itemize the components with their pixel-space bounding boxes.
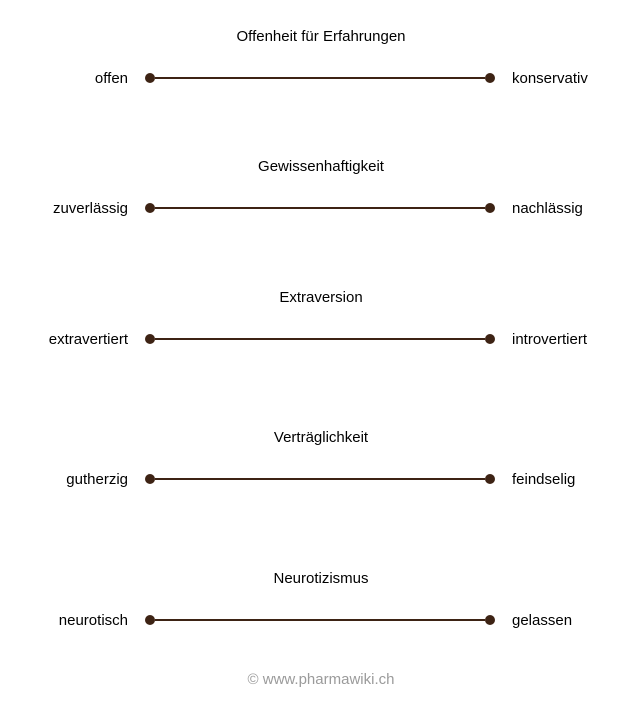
scale-rule: [155, 77, 485, 79]
scale-axis: gutherzig feindselig: [0, 469, 642, 489]
scale-extraversion: Extraversion extravertiert introvertiert: [0, 288, 642, 350]
scale-left-label: neurotisch: [58, 611, 128, 629]
scale-left-label: gutherzig: [66, 470, 128, 488]
left-endpoint-dot: [145, 73, 155, 83]
left-endpoint-dot: [145, 474, 155, 484]
scale-right-label: feindselig: [512, 470, 576, 488]
scale-title: Verträglichkeit: [273, 429, 369, 446]
right-endpoint-dot: [485, 474, 495, 484]
scale-rule: [155, 619, 485, 621]
scale-left-label: offen: [94, 69, 128, 87]
scale-agreeableness: Verträglichkeit gutherzig feindselig: [0, 428, 642, 490]
scale-axis: zuverlässig nachlässig: [0, 198, 642, 218]
scale-line: [145, 73, 495, 83]
scale-rule: [155, 207, 485, 209]
scale-openness: Offenheit für Erfahrungen offen konserva…: [0, 27, 642, 89]
scale-rule: [155, 338, 485, 340]
scale-right-label: konservativ: [512, 69, 588, 87]
scale-rule: [155, 478, 485, 480]
scale-title: Gewissenhaftigkeit: [258, 158, 384, 175]
scale-left-label: extravertiert: [48, 330, 128, 348]
scale-axis: extravertiert introvertiert: [0, 329, 642, 349]
scale-left-label: zuverlässig: [52, 199, 128, 217]
scale-right-label: gelassen: [512, 611, 573, 629]
right-endpoint-dot: [485, 334, 495, 344]
scale-title: Neurotizismus: [273, 570, 369, 587]
scale-axis: neurotisch gelassen: [0, 610, 642, 630]
scale-line: [145, 615, 495, 625]
scale-right-label: introvertiert: [512, 330, 588, 348]
scale-line: [145, 203, 495, 213]
left-endpoint-dot: [145, 334, 155, 344]
scale-neuroticism: Neurotizismus neurotisch gelassen: [0, 569, 642, 631]
scale-conscientiousness: Gewissenhaftigkeit zuverlässig nachlässi…: [0, 157, 642, 219]
right-endpoint-dot: [485, 73, 495, 83]
scale-axis: offen konservativ: [0, 68, 642, 88]
scale-title: Extraversion: [279, 289, 363, 306]
scale-line: [145, 474, 495, 484]
left-endpoint-dot: [145, 615, 155, 625]
scale-line: [145, 334, 495, 344]
right-endpoint-dot: [485, 203, 495, 213]
left-endpoint-dot: [145, 203, 155, 213]
scale-title: Offenheit für Erfahrungen: [236, 28, 406, 45]
copyright-watermark: © www.pharmawiki.ch: [247, 671, 395, 688]
scale-right-label: nachlässig: [512, 199, 583, 217]
right-endpoint-dot: [485, 615, 495, 625]
